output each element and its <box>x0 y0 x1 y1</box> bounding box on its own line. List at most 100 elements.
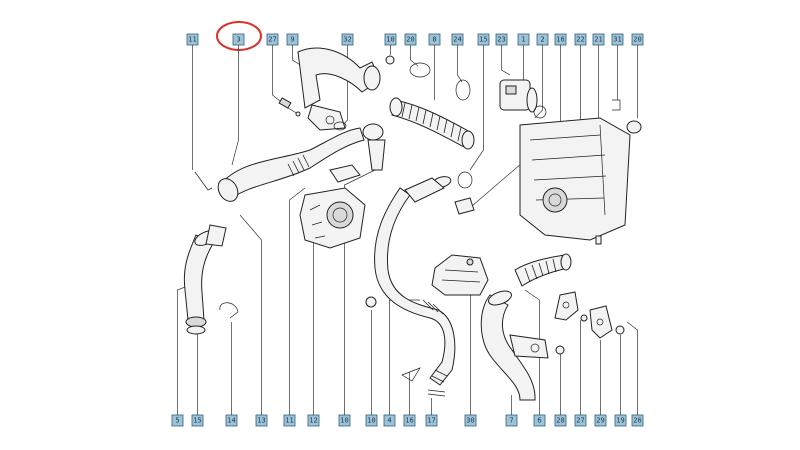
svg-text:9: 9 <box>290 36 294 44</box>
wire-clip <box>219 302 239 319</box>
callout-tag-17[interactable]: 17 <box>425 414 438 427</box>
svg-text:26: 26 <box>633 417 641 425</box>
callout-tag-15[interactable]: 15 <box>477 33 490 46</box>
callout-tag-24[interactable]: 24 <box>451 33 464 46</box>
svg-text:10: 10 <box>386 36 394 44</box>
svg-text:23: 23 <box>497 36 505 44</box>
svg-text:15: 15 <box>193 417 201 425</box>
small-bolt-group <box>278 97 301 117</box>
callout-tag-8[interactable]: 8 <box>428 33 441 46</box>
svg-text:8: 8 <box>432 36 436 44</box>
callout-tag-15b[interactable]: 15 <box>191 414 204 427</box>
callout-tag-11b[interactable]: 11 <box>283 414 296 427</box>
callout-tag-1[interactable]: 1 <box>517 33 530 46</box>
callout-tag-31[interactable]: 31 <box>611 33 624 46</box>
resonator-box <box>431 254 489 296</box>
nut-10-top <box>385 55 395 65</box>
svg-text:32: 32 <box>343 36 351 44</box>
upper-intake-duct <box>297 47 381 131</box>
bracket-31 <box>612 99 621 111</box>
turbo-housing <box>299 187 366 249</box>
callout-tag-22[interactable]: 22 <box>574 33 587 46</box>
callout-tag-27b[interactable]: 27 <box>574 414 587 427</box>
svg-text:30: 30 <box>466 417 474 425</box>
callout-tag-20[interactable]: 20 <box>404 33 417 46</box>
callout-tag-19[interactable]: 19 <box>614 414 627 427</box>
svg-text:27: 27 <box>576 417 584 425</box>
callout-tag-30[interactable]: 30 <box>464 414 477 427</box>
lower-corrugated-hose <box>514 253 572 287</box>
callout-tag-7[interactable]: 7 <box>505 414 518 427</box>
mounting-brackets <box>554 291 625 355</box>
svg-text:6: 6 <box>537 417 541 425</box>
svg-text:16: 16 <box>556 36 564 44</box>
long-s-hose <box>374 176 456 386</box>
svg-text:31: 31 <box>613 36 621 44</box>
svg-text:7: 7 <box>509 417 513 425</box>
svg-text:2: 2 <box>540 36 544 44</box>
nut-10 <box>365 296 377 308</box>
svg-text:27: 27 <box>268 36 276 44</box>
gasket-plate <box>329 164 361 183</box>
svg-text:19: 19 <box>616 417 624 425</box>
svg-text:22: 22 <box>576 36 584 44</box>
air-flow-sensor <box>499 79 547 119</box>
corrugated-hose <box>389 97 475 150</box>
large-lower-duct <box>480 290 549 401</box>
svg-text:15: 15 <box>479 36 487 44</box>
top-callout-row: 11 3 27 9 32 10 20 8 24 15 23 1 2 16 22 … <box>186 33 644 46</box>
bolt-21 <box>595 235 602 245</box>
callout-tag-5[interactable]: 5 <box>171 414 184 427</box>
svg-text:28: 28 <box>556 417 564 425</box>
svg-text:5: 5 <box>175 417 179 425</box>
callout-tag-23[interactable]: 23 <box>495 33 508 46</box>
small-clamp-17 <box>427 389 446 397</box>
svg-text:12: 12 <box>309 417 317 425</box>
ring-seal-20 <box>409 62 431 78</box>
svg-text:10: 10 <box>367 417 375 425</box>
callout-tag-16b[interactable]: 16 <box>403 414 416 427</box>
callout-tag-11[interactable]: 11 <box>186 33 199 46</box>
ring-seal-24 <box>455 79 471 101</box>
callout-tag-12[interactable]: 12 <box>307 414 320 427</box>
callout-tag-3[interactable]: 3 <box>232 33 245 46</box>
callout-tag-10[interactable]: 10 <box>384 33 397 46</box>
small-clip-16 <box>401 367 421 382</box>
callout-tag-6[interactable]: 6 <box>533 414 546 427</box>
left-elbow-pipe <box>183 224 227 335</box>
callout-tag-27[interactable]: 27 <box>266 33 279 46</box>
callout-tag-2[interactable]: 2 <box>536 33 549 46</box>
svg-text:14: 14 <box>227 417 235 425</box>
intercooler-hose-3 <box>217 123 386 202</box>
callout-tag-13[interactable]: 13 <box>255 414 268 427</box>
callout-tag-26[interactable]: 26 <box>631 414 644 427</box>
svg-text:4: 4 <box>387 417 391 425</box>
callout-tag-10c[interactable]: 10 <box>365 414 378 427</box>
callout-tag-28[interactable]: 28 <box>554 414 567 427</box>
callout-tag-32[interactable]: 32 <box>341 33 354 46</box>
callout-tag-16[interactable]: 16 <box>554 33 567 46</box>
ring-seal-15 <box>457 171 473 189</box>
bottom-callout-row: 5 15 14 13 11 12 10 10 4 16 17 30 7 6 28… <box>171 414 644 427</box>
svg-text:11: 11 <box>188 36 196 44</box>
callout-tag-4[interactable]: 4 <box>383 414 396 427</box>
callout-tag-9[interactable]: 9 <box>286 33 299 46</box>
highlight-circle <box>216 21 262 51</box>
callout-tag-14[interactable]: 14 <box>225 414 238 427</box>
callout-tag-10b[interactable]: 10 <box>338 414 351 427</box>
svg-text:21: 21 <box>594 36 602 44</box>
gasket-plate-2 <box>454 197 475 215</box>
svg-text:10: 10 <box>340 417 348 425</box>
callout-tag-21[interactable]: 21 <box>592 33 605 46</box>
svg-text:20: 20 <box>406 36 414 44</box>
svg-text:24: 24 <box>453 36 461 44</box>
svg-text:20: 20 <box>633 36 641 44</box>
svg-text:17: 17 <box>427 417 435 425</box>
svg-text:16: 16 <box>405 417 413 425</box>
svg-text:1: 1 <box>521 36 525 44</box>
svg-text:29: 29 <box>596 417 604 425</box>
callout-tag-29[interactable]: 29 <box>594 414 607 427</box>
hose-clamp-spring <box>194 171 213 191</box>
callout-tag-20b[interactable]: 20 <box>631 33 644 46</box>
